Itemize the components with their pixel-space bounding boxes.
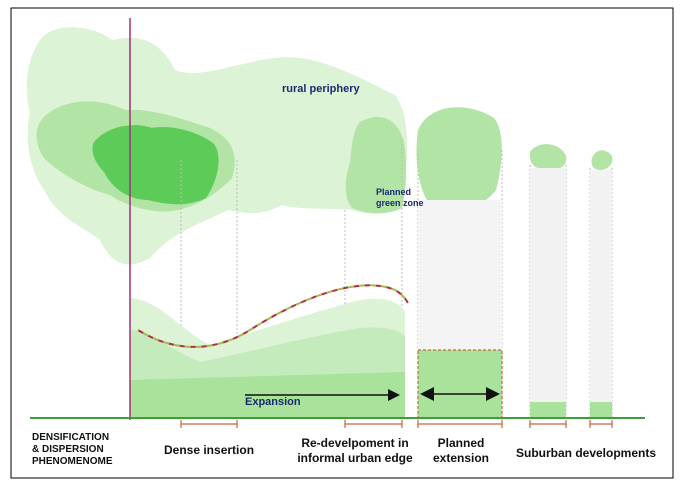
extension-arrow-left-head (420, 387, 434, 401)
green-zone-patch (345, 116, 407, 214)
extension-arrow-right-head (486, 387, 500, 401)
planned-extension-box (417, 349, 503, 419)
suburban-column-b (590, 170, 612, 418)
extension-column (418, 200, 502, 350)
label-redevelopment-informal-edge: Re-develpoment in informal urban edge (297, 436, 413, 465)
suburban-patch-b (591, 150, 613, 170)
label-rural-periphery: rural periphery (282, 83, 360, 95)
label-planned-extension: Planned extension (432, 436, 489, 465)
dispersion-curve-b (137, 284, 409, 348)
expansion-arrow-head (388, 389, 400, 401)
label-expansion: Expansion (245, 396, 301, 408)
label-planned-green-zone: Planned green zone (376, 187, 424, 208)
planned-extension-fill (418, 350, 502, 418)
label-densification-dispersion: DENSIFICATION & DISPERSION PHENOMENOME (32, 432, 113, 467)
suburban-block-a (530, 402, 566, 418)
label-dense-insertion: Dense insertion (164, 443, 255, 457)
rural-periphery-core-blob (92, 125, 219, 205)
label-suburban-developments: Suburban developments (516, 446, 657, 460)
suburban-block-b (590, 402, 612, 418)
suburban-column-a (530, 168, 566, 418)
diagram-frame (10, 7, 674, 479)
planned-extension-patch (416, 107, 502, 210)
section-brackets (180, 420, 613, 428)
dispersion-curve-a (137, 284, 409, 348)
suburban-patch-a (529, 144, 567, 170)
